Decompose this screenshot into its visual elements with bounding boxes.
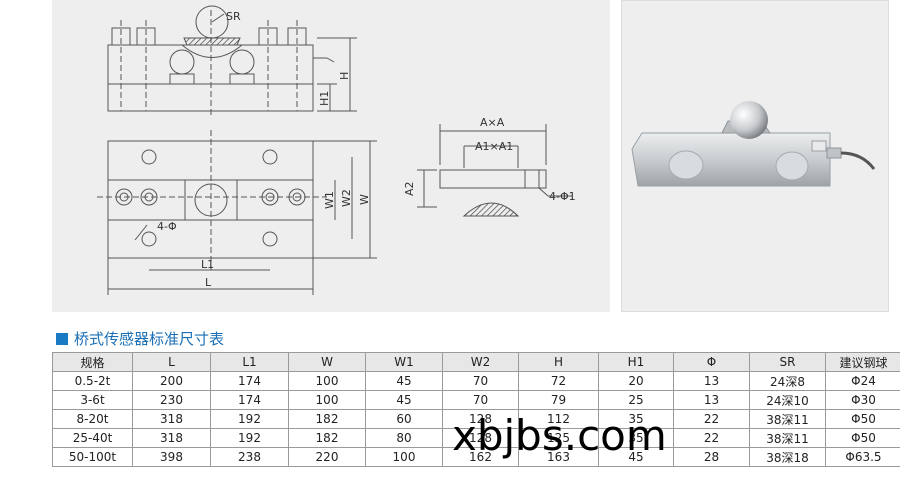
table-header-row: 规格 L L1 W W1 W2 H H1 Φ SR 建议钢球	[52, 352, 900, 372]
cell: 174	[210, 390, 289, 410]
cell: 220	[288, 447, 366, 467]
cell: 22	[673, 409, 750, 429]
cell: 100	[365, 447, 443, 467]
label-w2: W2	[340, 189, 353, 207]
technical-drawing: SR H H1 W W2 W1 L L1 4-Φ A×A A1×A1 A2 4-…	[97, 5, 576, 295]
cell: 80	[365, 428, 443, 448]
load-cell-photo	[631, 101, 876, 187]
cell: 230	[132, 390, 211, 410]
cell: 70	[442, 390, 519, 410]
cell: 182	[288, 428, 366, 448]
label-w1: W1	[323, 191, 336, 209]
th-w2: W2	[442, 352, 519, 372]
cell: 200	[132, 371, 211, 391]
label-phi: 4-Φ	[157, 220, 177, 233]
cell: 25-40t	[52, 428, 133, 448]
technical-drawing-panel: SR H H1 W W2 W1 L L1 4-Φ A×A A1×A1 A2 4-…	[52, 0, 610, 312]
th-w: W	[288, 352, 366, 372]
cell: 174	[210, 371, 289, 391]
cell: 38深18	[749, 447, 826, 467]
th-h: H	[518, 352, 599, 372]
cell: 318	[132, 428, 211, 448]
spec-table: 规格 L L1 W W1 W2 H H1 Φ SR 建议钢球 0.5-2t 20…	[52, 352, 900, 467]
label-l: L	[205, 276, 212, 289]
cell: 72	[518, 371, 599, 391]
cell: 45	[365, 371, 443, 391]
cell: 70	[442, 371, 519, 391]
th-spec: 规格	[52, 352, 133, 372]
th-ball: 建议钢球	[825, 352, 900, 372]
cell: 79	[518, 390, 599, 410]
th-l1: L1	[210, 352, 289, 372]
cell: 100	[288, 371, 366, 391]
cell: 238	[210, 447, 289, 467]
cell: Φ24	[825, 371, 900, 391]
cell: 192	[210, 409, 289, 429]
cell: 0.5-2t	[52, 371, 133, 391]
table-row: 3-6t 230 174 100 45 70 79 25 13 24深10 Φ3…	[52, 390, 900, 410]
cell: 45	[365, 390, 443, 410]
label-phi1: 4-Φ1	[549, 190, 576, 203]
cell: 13	[673, 390, 750, 410]
cell: 100	[288, 390, 366, 410]
cell: 28	[673, 447, 750, 467]
section-view-plate	[439, 169, 547, 189]
th-l: L	[132, 352, 211, 372]
table-row: 0.5-2t 200 174 100 45 70 72 20 13 24深8 Φ…	[52, 371, 900, 391]
heading-square-icon	[56, 332, 68, 345]
label-h: H	[338, 72, 351, 80]
label-a2: A2	[403, 181, 416, 196]
cell: 8-20t	[52, 409, 133, 429]
cell: 24深8	[749, 371, 826, 391]
cell: 182	[288, 409, 366, 429]
label-axa: A×A	[480, 116, 505, 129]
steel-ball-photo	[730, 101, 768, 139]
product-photo-panel	[621, 0, 889, 312]
cell: 192	[210, 428, 289, 448]
th-w1: W1	[365, 352, 443, 372]
cell: 38深11	[749, 409, 826, 429]
label-h1: H1	[318, 91, 331, 106]
cell: 162	[442, 447, 519, 467]
watermark-text: xbjbs.com	[452, 411, 667, 460]
th-sr: SR	[749, 352, 826, 372]
cell: Φ30	[825, 390, 900, 410]
cell: Φ50	[825, 409, 900, 429]
cell: 20	[598, 371, 674, 391]
th-phi: Φ	[673, 352, 750, 372]
cell: 128	[442, 409, 519, 429]
label-w: W	[358, 194, 371, 205]
th-h1: H1	[598, 352, 674, 372]
section-title-text: 桥式传感器标准尺寸表	[74, 330, 225, 348]
cell: 22	[673, 428, 750, 448]
cell: Φ50	[825, 428, 900, 448]
cell: 45	[598, 447, 674, 467]
label-sr: SR	[226, 10, 241, 23]
label-l1: L1	[201, 258, 214, 271]
label-a1xa1: A1×A1	[475, 140, 513, 153]
cell: 25	[598, 390, 674, 410]
cell: 13	[673, 371, 750, 391]
cell: 3-6t	[52, 390, 133, 410]
table-row: 50-100t 398 238 220 100 162 163 45 28 38…	[52, 447, 900, 467]
cell: 163	[518, 447, 599, 467]
cell: 398	[132, 447, 211, 467]
cell: Φ63.5	[825, 447, 900, 467]
cell: 318	[132, 409, 211, 429]
table-row: 8-20t 318 192 182 60 128 112 35 22 38深11…	[52, 409, 900, 429]
cell: 60	[365, 409, 443, 429]
section-heading: 桥式传感器标准尺寸表	[56, 328, 224, 349]
cell: 38深11	[749, 428, 826, 448]
cell: 24深10	[749, 390, 826, 410]
cell: 50-100t	[52, 447, 133, 467]
